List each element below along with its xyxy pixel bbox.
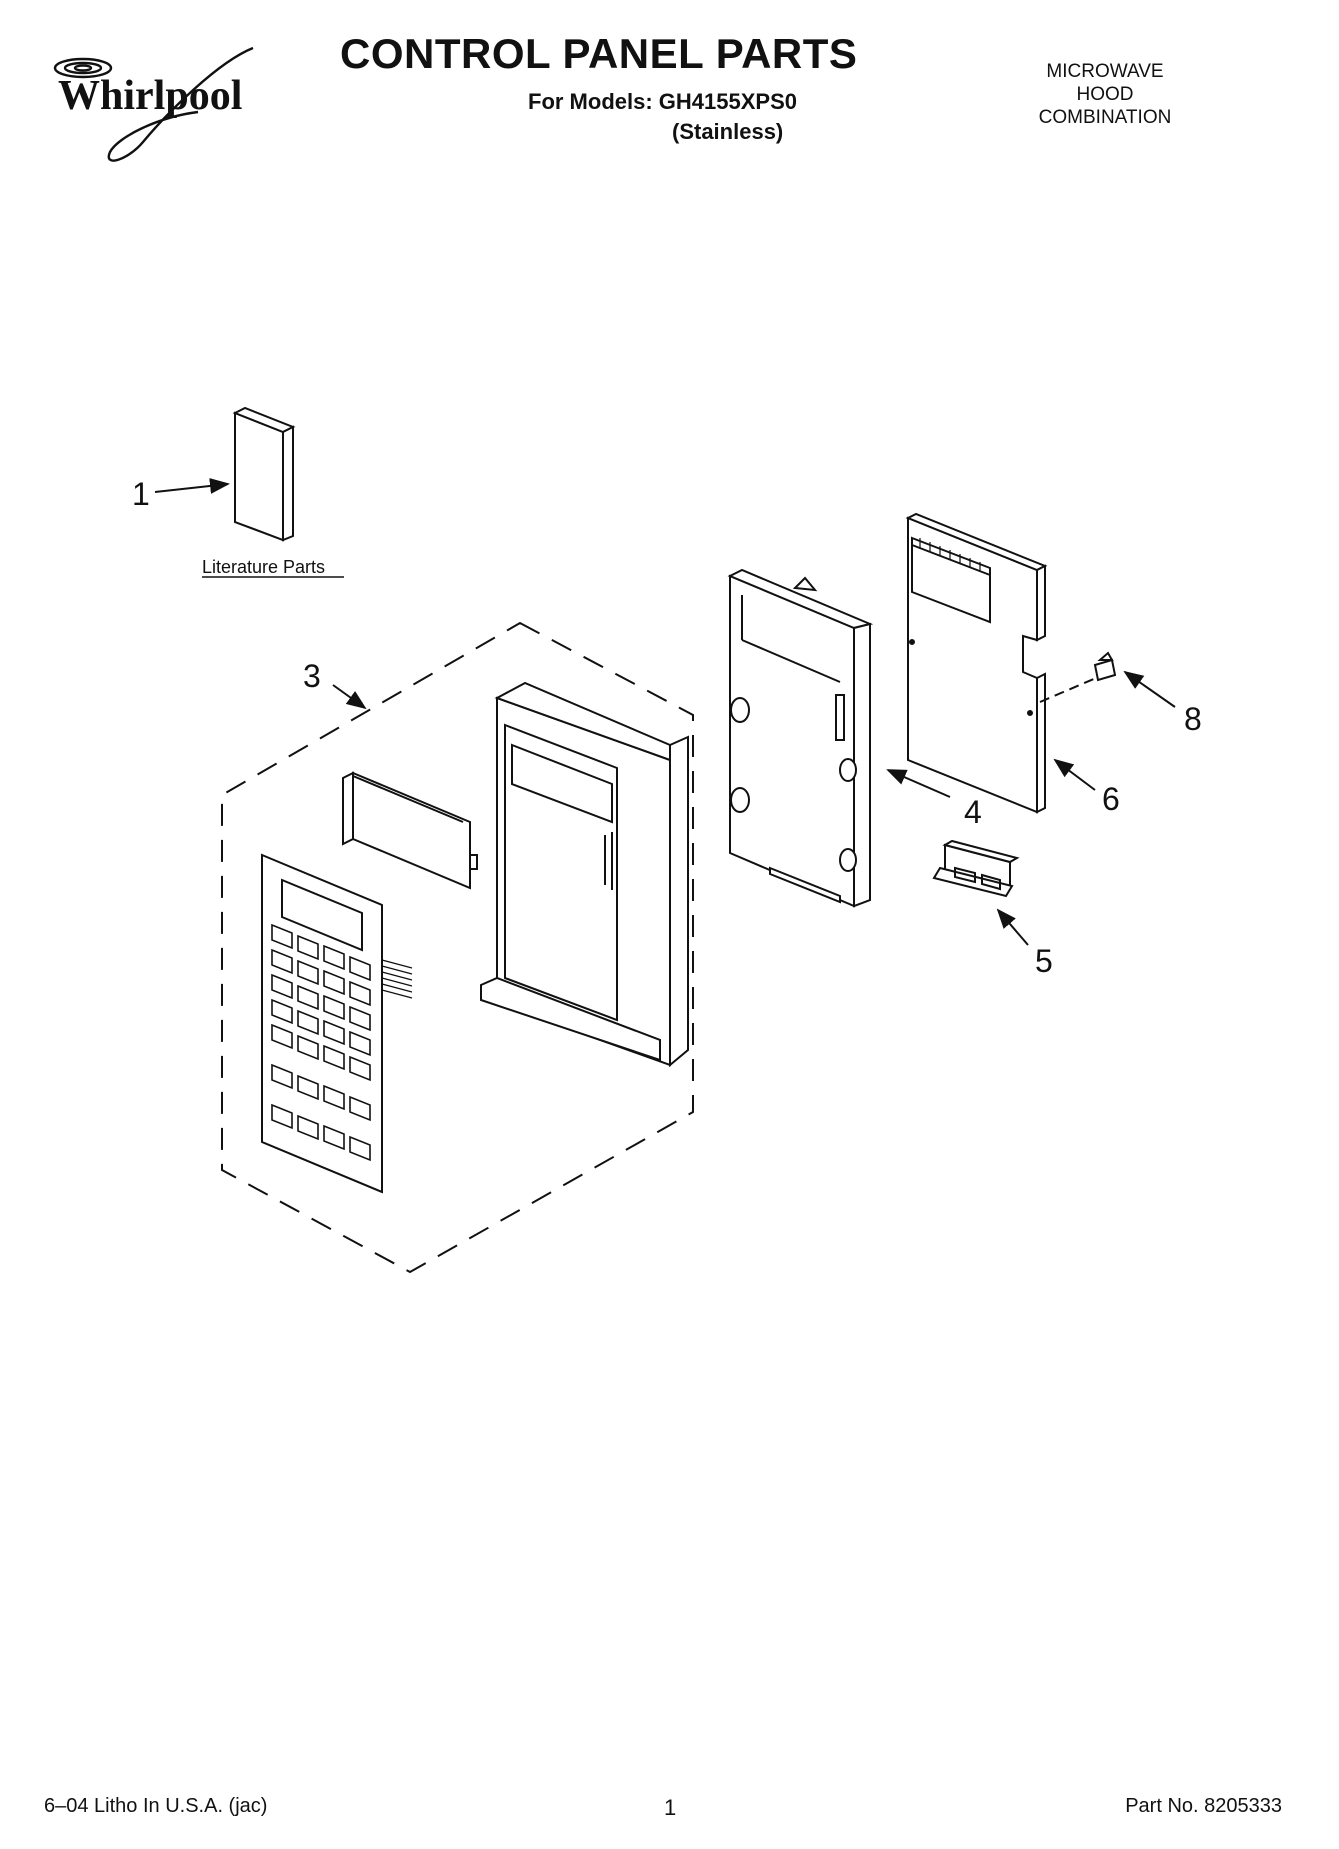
display-window [342,771,478,890]
callout-3: 3 [303,658,321,694]
callout-1: 1 [132,476,150,512]
whirlpool-logo: Whirlpool [53,46,254,162]
callout-5: 5 [1035,943,1053,979]
leader-line-1 [154,478,230,494]
assembly-dashed-boundary [221,621,694,1274]
screw-dashed-line [1039,677,1097,703]
callout-8: 8 [1184,701,1202,737]
leader-line-4 [886,769,951,798]
bracket-housing [727,568,874,908]
leader-line-6 [1053,758,1096,791]
leader-line-8 [1123,670,1176,708]
product-type-line-1: MICROWAVE [1046,61,1164,82]
literature-booklet [232,406,296,542]
part-number: Part No. 8205333 [1125,1795,1282,1817]
leader-line-5 [996,908,1029,946]
leader-line-3 [332,684,367,710]
model-variant: (Stainless) [672,119,784,144]
keypad-membrane [261,853,413,1194]
product-type-line-3: COMBINATION [1038,107,1172,128]
models-line: For Models: GH4155XPS0 [528,89,797,114]
callout-4: 4 [964,794,982,830]
control-board [905,512,1048,814]
page-title: CONTROL PANEL PARTS [340,30,858,77]
product-type-line-2: HOOD [1076,84,1134,105]
control-panel-frame [480,681,689,1068]
screw [1093,651,1117,682]
litho-print-info: 6–04 Litho In U.S.A. (jac) [44,1795,268,1817]
brand-wordmark: Whirlpool [58,73,242,119]
callout-6: 6 [1102,781,1120,817]
literature-parts-label: Literature Parts [202,557,325,577]
clip-bracket [932,839,1020,898]
page-number: 1 [664,1795,677,1820]
product-type: MICROWAVE HOOD COMBINATION [1015,60,1195,129]
